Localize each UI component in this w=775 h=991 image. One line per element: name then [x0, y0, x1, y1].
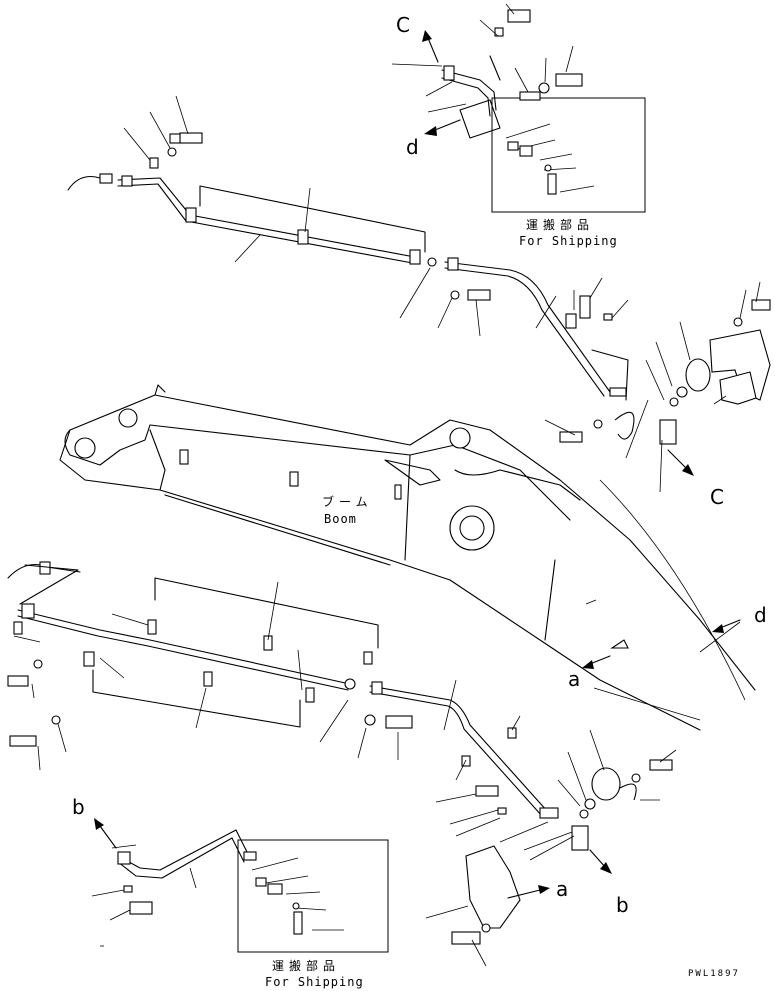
boom-label-jp: ブーム	[322, 494, 373, 509]
callout-c-top: C	[396, 13, 410, 37]
boom-body	[59, 384, 756, 731]
callout-d-top: d	[406, 135, 419, 159]
shipping-bottom-label-jp: 運搬部品	[272, 958, 340, 973]
bolt-set-upper-mid	[450, 289, 491, 301]
callout-d-right: d	[754, 603, 767, 627]
bolt-set-upper-right	[559, 295, 613, 443]
shipping-bottom-label-en: For Shipping	[265, 975, 364, 989]
upper-lube-pipe	[67, 95, 629, 443]
callout-b-bottom: b	[616, 893, 629, 917]
top-shipping-group	[391, 3, 646, 213]
shipping-top-label-en: For Shipping	[519, 234, 618, 248]
shipping-top-label-jp: 運搬部品	[526, 217, 594, 232]
bracket-assembly-c	[614, 281, 771, 653]
lower-lube-pipe	[7, 561, 559, 837]
drawing-code: PWL1897	[688, 969, 740, 979]
callout-c-right: C	[710, 485, 724, 509]
bottom-shipping-group	[91, 818, 389, 953]
callout-a-mid: a	[568, 667, 580, 691]
boom-label-en: Boom	[324, 512, 357, 526]
bracket-assembly-b	[425, 599, 701, 967]
bolt-set-upper-left	[149, 132, 203, 169]
callout-a-bottom: a	[556, 877, 568, 901]
callout-b-left: b	[72, 795, 85, 819]
